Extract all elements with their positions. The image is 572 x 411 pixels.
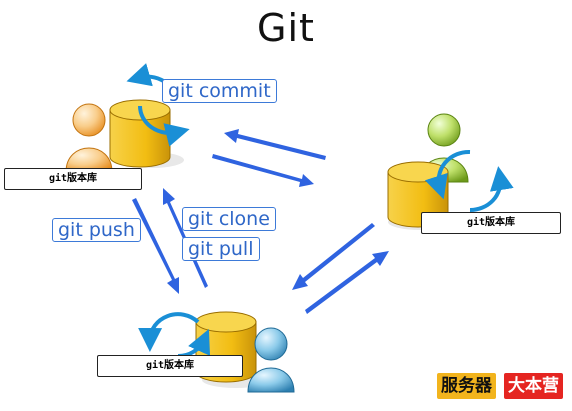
arrow-up-right-icon [305,251,389,314]
user-orange-icon [65,103,113,173]
git-commit-label: git commit [162,79,277,103]
brand-logo-part2: 大本营 [504,373,563,399]
commit-cycle-icon [424,149,514,213]
git-push-label: git push [52,218,141,242]
arrow-down-icon [132,198,179,294]
arrow-down-left-icon [292,223,375,290]
repo-top-left [65,63,190,173]
user-blue-icon [247,327,295,393]
git-clone-label: git clone [182,207,276,231]
git-pull-label: git pull [182,237,260,261]
repo-label-top-left: git版本库 [4,168,142,190]
page-title: Git [257,6,315,50]
repo-bottom [138,311,295,393]
repo-label-bottom: git版本库 [97,355,243,377]
arrow-right-icon [212,154,314,187]
repo-label-right: git版本库 [421,212,561,234]
arrow-left-icon [224,129,326,160]
brand-logo-part1: 服务器 [437,373,496,399]
